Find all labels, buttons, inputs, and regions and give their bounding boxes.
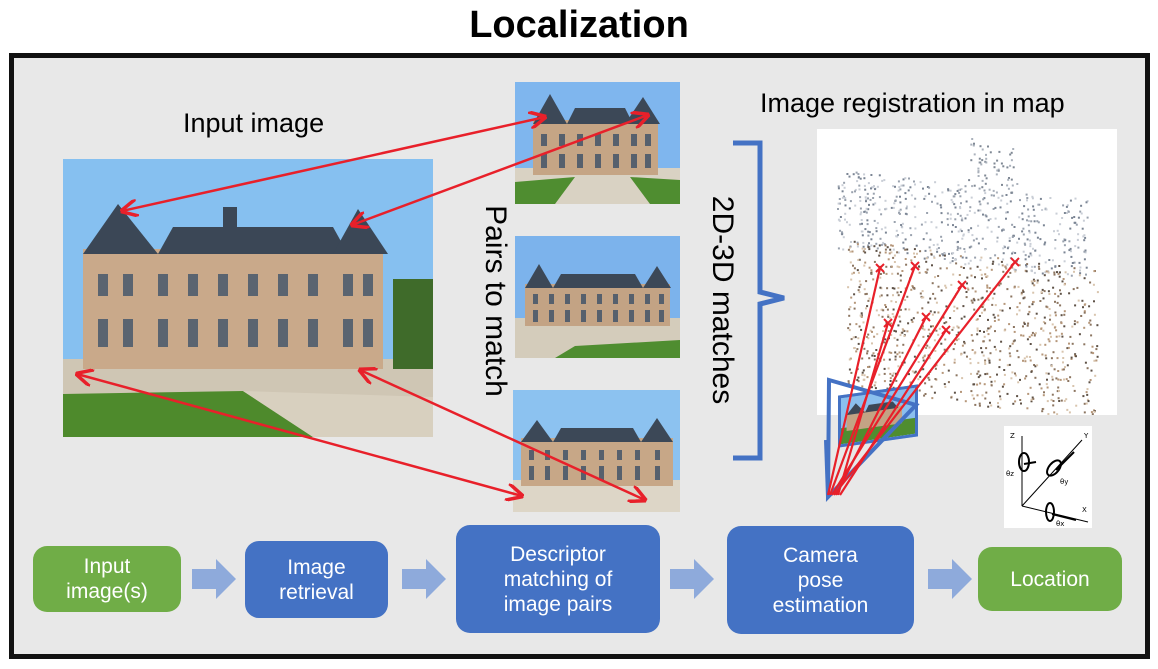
pose-axes-figure: Z Y X θz θy θx bbox=[1004, 426, 1092, 528]
ray-end-markers bbox=[875, 257, 1020, 335]
step-image-retrieval: Image retrieval bbox=[245, 541, 388, 618]
step-location-label: Location bbox=[1010, 567, 1090, 591]
step-location: Location bbox=[978, 547, 1122, 611]
registration-rays bbox=[826, 261, 1016, 496]
step-camera-pose: Camera pose estimation bbox=[727, 526, 914, 634]
retrieved-image-2 bbox=[515, 236, 680, 358]
match-line-3 bbox=[77, 374, 522, 496]
axis-x-label: X bbox=[1082, 506, 1087, 514]
registration-label: Image registration in map bbox=[760, 88, 1065, 118]
axis-y-label: Y bbox=[1083, 432, 1089, 440]
match-line-1 bbox=[122, 117, 545, 211]
match-line-2 bbox=[352, 115, 648, 225]
step-input-images-label: Input image(s) bbox=[66, 555, 148, 603]
axis-rz-label: θz bbox=[1006, 470, 1014, 478]
axis-z-label: Z bbox=[1010, 432, 1015, 440]
step-descriptor-matching: Descriptor matching of image pairs bbox=[456, 525, 660, 633]
camera-frustum bbox=[825, 377, 920, 503]
match-line-4 bbox=[360, 370, 645, 500]
step-descriptor-matching-label: Descriptor matching of image pairs bbox=[503, 542, 613, 616]
step-image-retrieval-label: Image retrieval bbox=[279, 555, 354, 604]
diagram-title: Localization bbox=[469, 4, 689, 46]
step-camera-pose-label: Camera pose estimation bbox=[772, 543, 869, 617]
flow-arrows bbox=[192, 559, 972, 599]
matches-brace bbox=[733, 140, 785, 461]
axis-rx-label: θx bbox=[1056, 520, 1064, 528]
axis-ry-label: θy bbox=[1060, 478, 1068, 486]
step-input-images: Input image(s) bbox=[33, 546, 181, 612]
